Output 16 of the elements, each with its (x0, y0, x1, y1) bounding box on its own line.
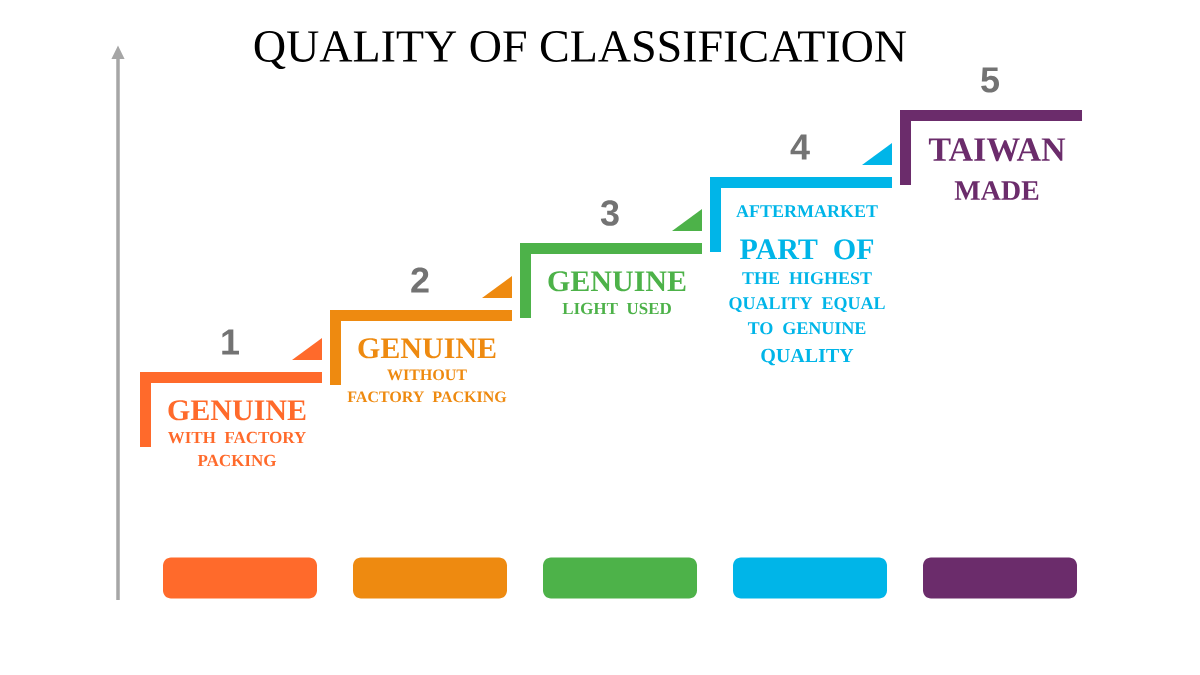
step-number: 1 (222, 329, 239, 355)
step-card: GENUINE LIGHT USED (520, 243, 702, 318)
step-card: GENUINE WITHOUT FACTORY PACKING (330, 310, 512, 403)
step-card: TAIWAN MADE (900, 110, 1082, 200)
title: QUALITY OF CLASSIFICATION (254, 31, 907, 69)
color-bar (353, 557, 507, 599)
step-number: 3 (600, 200, 619, 226)
step-card: AFTERMARKET PART OF THE HIGHEST QUALITY EQUAL TO GENUINE QUALITY (710, 177, 892, 366)
color-bar (923, 557, 1077, 599)
step-card: GENUINE WITH FACTORY PACKING (140, 372, 322, 467)
step-number: 5 (981, 67, 999, 93)
color-bar (163, 557, 317, 599)
step-number: 4 (790, 134, 810, 160)
step-number: 2 (411, 267, 429, 293)
color-bar (543, 557, 697, 599)
color-bar (733, 557, 887, 599)
